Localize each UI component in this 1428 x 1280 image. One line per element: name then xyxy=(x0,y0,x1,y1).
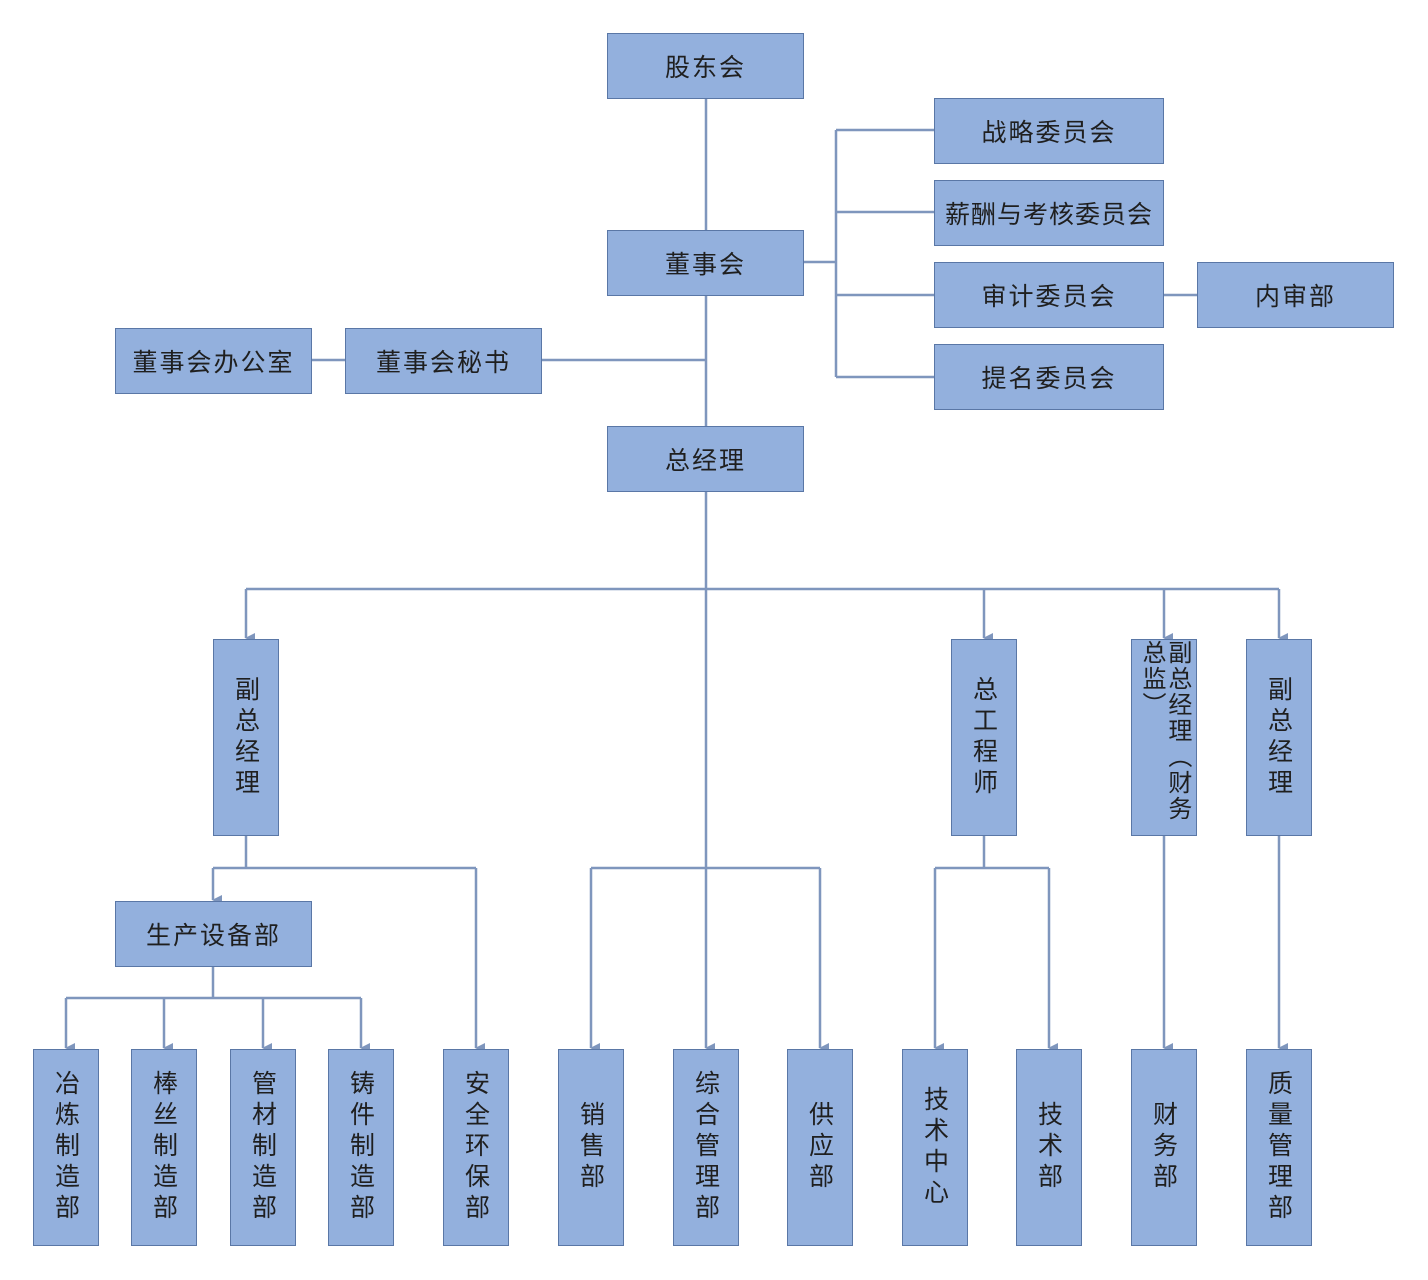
node-admin[interactable]: 综合管理部 xyxy=(673,1049,739,1246)
node-strategy-committee[interactable]: 战略委员会 xyxy=(934,98,1164,164)
node-nomination-committee[interactable]: 提名委员会 xyxy=(934,344,1164,410)
node-tube[interactable]: 管材制造部 xyxy=(230,1049,296,1246)
node-board[interactable]: 董事会 xyxy=(607,230,804,296)
node-sales[interactable]: 销售部 xyxy=(558,1049,624,1246)
node-rod-wire[interactable]: 棒丝制造部 xyxy=(131,1049,197,1246)
node-deputy-gm-production[interactable]: 副总经理 xyxy=(213,639,279,836)
node-board-secretary[interactable]: 董事会秘书 xyxy=(345,328,542,394)
node-compensation-committee[interactable]: 薪酬与考核委员会 xyxy=(934,180,1164,246)
node-general-manager[interactable]: 总经理 xyxy=(607,426,804,492)
node-cfo[interactable]: 副总经理（财务总监） xyxy=(1131,639,1197,836)
node-deputy-gm-quality[interactable]: 副总经理 xyxy=(1246,639,1312,836)
node-production-equipment[interactable]: 生产设备部 xyxy=(115,901,312,967)
node-casting[interactable]: 铸件制造部 xyxy=(328,1049,394,1246)
node-quality[interactable]: 质量管理部 xyxy=(1246,1049,1312,1246)
node-tech-dept[interactable]: 技术部 xyxy=(1016,1049,1082,1246)
node-tech-center[interactable]: 技术中心 xyxy=(902,1049,968,1246)
node-smelting[interactable]: 冶炼制造部 xyxy=(33,1049,99,1246)
node-board-office[interactable]: 董事会办公室 xyxy=(115,328,312,394)
node-internal-audit[interactable]: 内审部 xyxy=(1197,262,1394,328)
node-shareholders[interactable]: 股东会 xyxy=(607,33,804,99)
node-finance[interactable]: 财务部 xyxy=(1131,1049,1197,1246)
node-audit-committee[interactable]: 审计委员会 xyxy=(934,262,1164,328)
node-supply[interactable]: 供应部 xyxy=(787,1049,853,1246)
node-chief-engineer[interactable]: 总工程师 xyxy=(951,639,1017,836)
node-safety-env[interactable]: 安全环保部 xyxy=(443,1049,509,1246)
